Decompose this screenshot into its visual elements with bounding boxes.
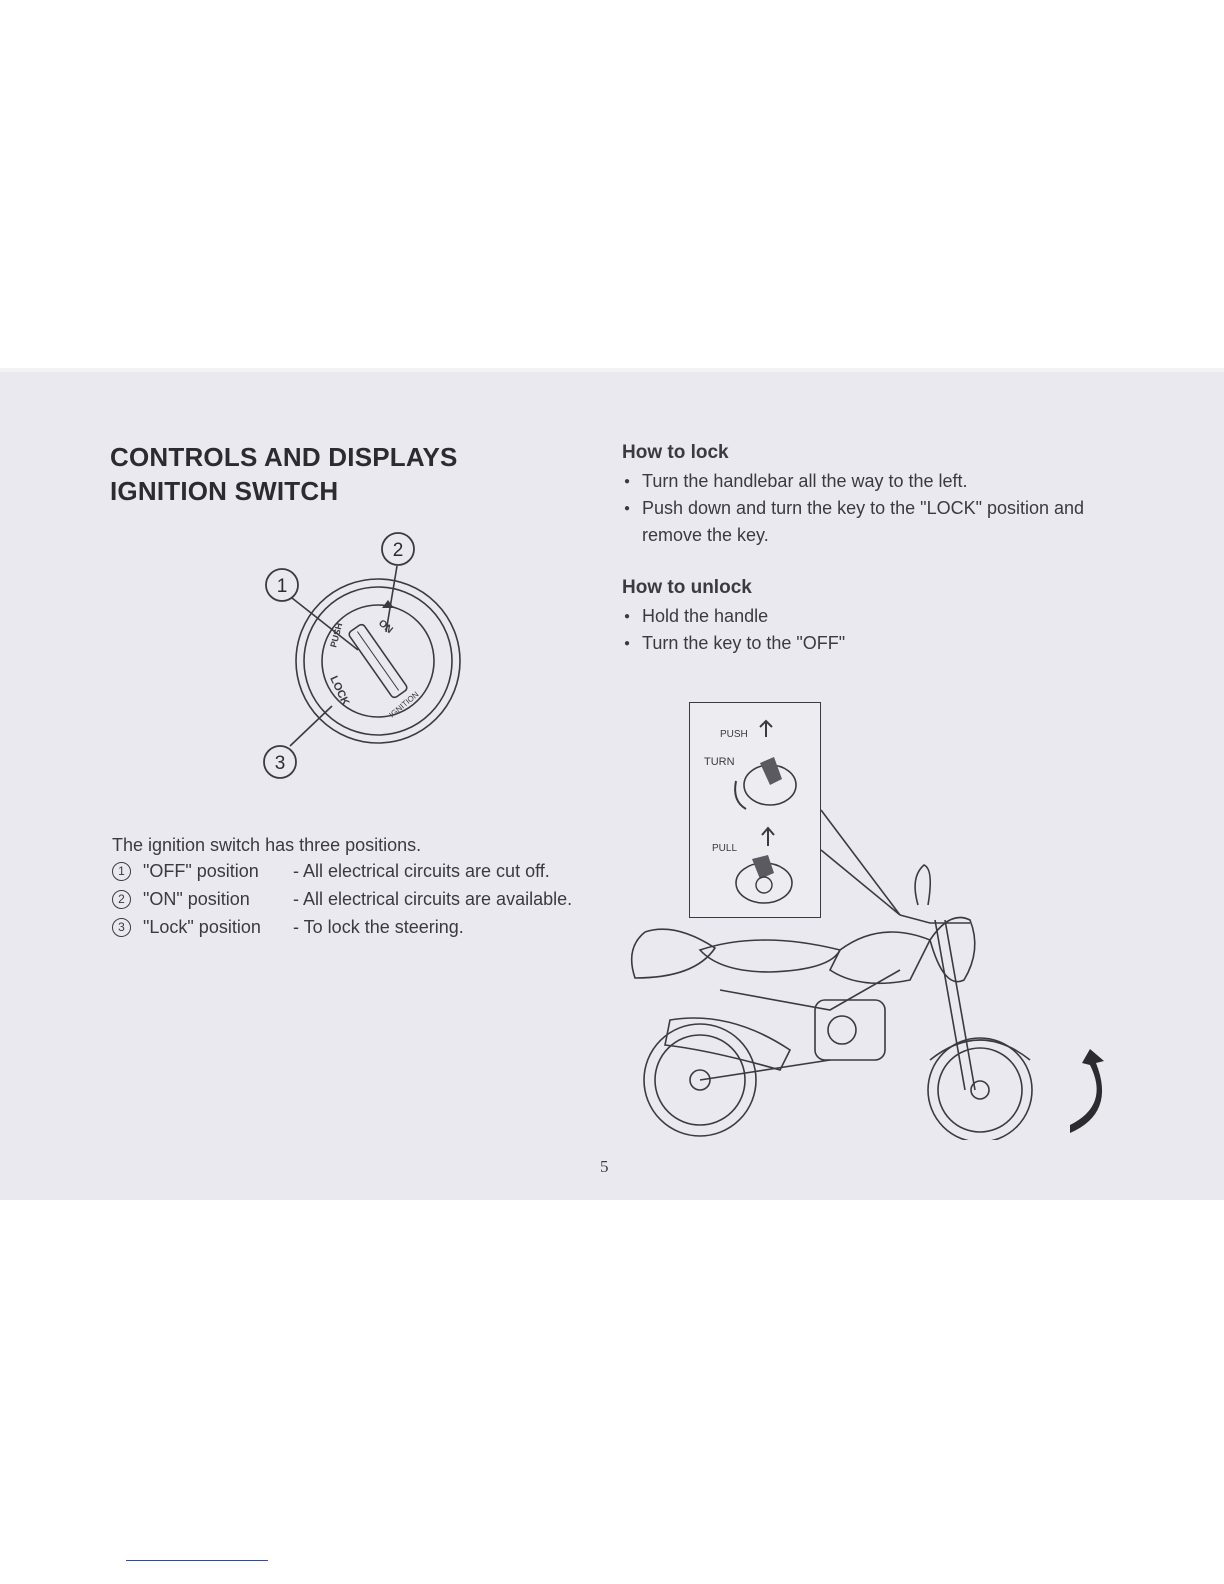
how-to-lock-section: How to lock Turn the handlebar all the w… [622,440,1102,549]
page-title: CONTROLS AND DISPLAYS IGNITION SWITCH [110,440,458,508]
position-number: 3 [112,917,131,937]
position-desc: - All electrical circuits are available. [293,888,573,909]
list-item: Push down and turn the key to the "LOCK"… [622,495,1102,549]
how-to-unlock-section: How to unlock Hold the handle Turn the k… [622,575,1102,657]
dial-label-on: ON [376,618,395,636]
list-item: Hold the handle [622,603,1102,630]
title-line-1: CONTROLS AND DISPLAYS [110,442,458,472]
position-number: 1 [112,861,131,881]
dial-label-push: PUSH [328,622,344,649]
position-name: "Lock" position [143,916,261,937]
list-item: Turn the key to the "OFF" [622,630,1102,657]
list-item: Turn the handlebar all the way to the le… [622,468,1102,495]
push-arrow-icon [759,719,773,737]
position-name: "OFF" position [143,860,259,881]
callout-2-label: 2 [393,540,404,561]
position-desc: - All electrical circuits are cut off. [293,860,550,881]
footer-rule [126,1560,268,1561]
inset-label-pull: PULL [712,843,737,854]
position-row-lock: 3 "Lock" position - To lock the steering… [112,913,572,941]
key-operation-inset: PUSH TURN PULL [689,702,821,918]
how-to-unlock-heading: How to unlock [622,577,752,598]
dial-label-ignition: IGNITION [388,690,421,720]
positions-section: The ignition switch has three positions.… [112,833,572,941]
inset-label-turn: TURN [704,756,735,768]
title-line-2: IGNITION SWITCH [110,476,339,506]
callout-3-label: 3 [275,753,286,774]
callout-1-label: 1 [277,576,288,597]
key-operation-drawing: PUSH TURN PULL [704,719,797,904]
motorcycle-illustration [630,809,1104,1140]
position-row-on: 2 "ON" position - All electrical circuit… [112,885,572,913]
ignition-switch-diagram: ON PUSH LOCK IGNITION 1 2 3 [263,532,461,779]
on-arrow-icon [382,600,394,608]
page-number: 5 [600,1157,609,1176]
position-name: "ON" position [143,888,250,909]
how-to-lock-steps: Turn the handlebar all the way to the le… [622,468,1102,549]
position-row-off: 1 "OFF" position - All electrical circui… [112,857,572,885]
pull-arrow-icon [761,826,775,846]
how-to-lock-heading: How to lock [622,442,729,463]
instructions-column: How to lock Turn the handlebar all the w… [622,440,1102,657]
positions-intro: The ignition switch has three positions. [112,835,422,855]
turn-arrow-icon [734,780,747,810]
callout-3: 3 [263,745,297,779]
callout-2: 2 [381,532,415,566]
inset-label-push: PUSH [720,729,748,740]
position-number: 2 [112,889,131,909]
rotate-arrow-icon [1070,1049,1104,1133]
how-to-unlock-steps: Hold the handle Turn the key to the "OFF… [622,603,1102,657]
position-desc: - To lock the steering. [293,916,464,937]
callout-1: 1 [265,568,299,602]
